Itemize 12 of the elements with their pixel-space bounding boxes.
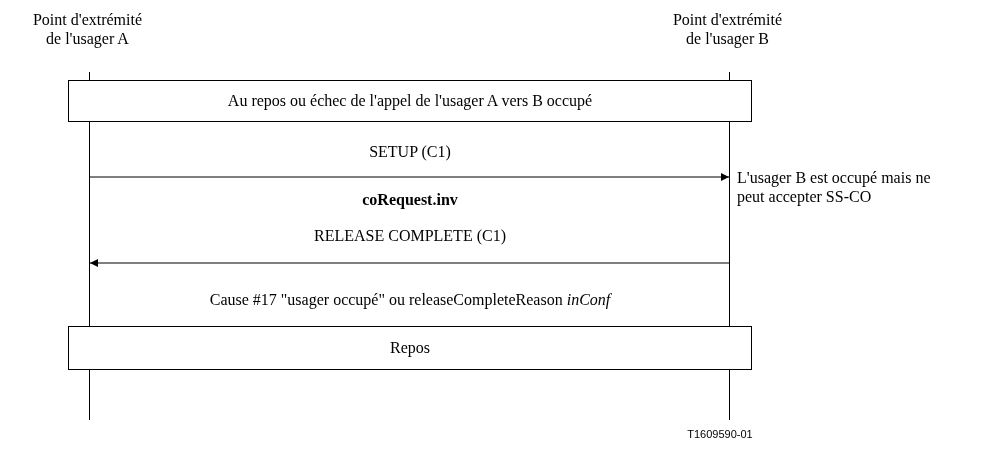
state-box: Au repos ou échec de l'appel de l'usager A vers B occupé (68, 80, 752, 122)
message-arrow (89, 173, 730, 181)
message-arrow (89, 259, 730, 267)
message-label: SETUP (C1) (368, 142, 452, 161)
note-text: L'usager B est occupé mais ne peut accepter SS-CO (737, 168, 932, 206)
parameter-label: coRequest.inv (361, 190, 459, 209)
message-label: RELEASE COMPLETE (C1) (313, 226, 507, 245)
figure-id: T1609590-01 (686, 427, 754, 442)
endpoint-label: Point d'extrémité de l'usager B (671, 10, 784, 48)
state-box: Repos (68, 326, 752, 370)
cause-label: Cause #17 "usager occupé" ou releaseCompleteReason inConf (208, 290, 613, 309)
endpoint-label: Point d'extrémité de l'usager A (31, 10, 144, 48)
